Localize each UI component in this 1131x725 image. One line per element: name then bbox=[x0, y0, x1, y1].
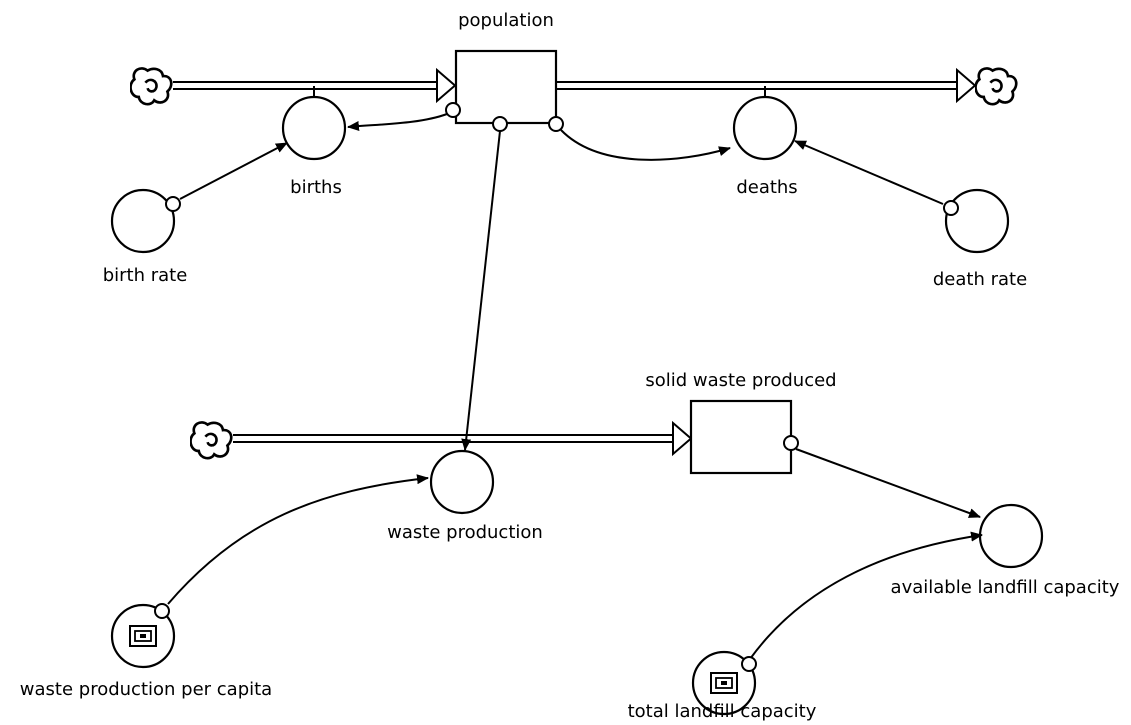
death-rate-label: death rate bbox=[933, 269, 1027, 290]
deaths-flow-pipe[interactable] bbox=[556, 67, 977, 104]
link-population-births[interactable] bbox=[347, 113, 448, 131]
link-wpc-waste-production[interactable] bbox=[167, 474, 429, 605]
link-tlc-landfill[interactable] bbox=[749, 531, 983, 660]
link-origin-marker bbox=[165, 196, 181, 212]
link-origin-marker bbox=[741, 656, 757, 672]
births-flow-node[interactable] bbox=[281, 95, 347, 161]
total-landfill-capacity-converter[interactable] bbox=[691, 650, 757, 716]
births-label: births bbox=[290, 177, 342, 198]
solid-waste-produced-stock[interactable] bbox=[689, 399, 793, 475]
available-landfill-capacity-converter[interactable] bbox=[978, 503, 1044, 569]
link-origin-marker bbox=[783, 435, 799, 451]
link-origin-marker bbox=[154, 603, 170, 619]
sink-cloud-icon bbox=[975, 67, 1018, 106]
birth-rate-converter[interactable] bbox=[110, 188, 176, 254]
link-deathrate-deaths[interactable] bbox=[794, 140, 944, 205]
waste-production-per-capita-label: waste production per capita bbox=[20, 679, 272, 700]
link-origin-marker bbox=[943, 200, 959, 216]
population-stock[interactable] bbox=[454, 49, 558, 125]
link-population-deaths[interactable] bbox=[560, 129, 731, 161]
waste-production-per-capita-converter[interactable] bbox=[110, 603, 176, 669]
link-origin-marker bbox=[492, 116, 508, 132]
waste-production-flow-pipe[interactable] bbox=[233, 420, 693, 457]
available-landfill-capacity-label: available landfill capacity bbox=[891, 577, 1120, 598]
birth-rate-label: birth rate bbox=[103, 265, 188, 286]
deaths-label: deaths bbox=[736, 177, 797, 198]
death-rate-converter[interactable] bbox=[944, 188, 1010, 254]
population-label: population bbox=[458, 10, 554, 31]
source-cloud-icon bbox=[130, 67, 173, 106]
link-solidwaste-landfill[interactable] bbox=[795, 448, 981, 518]
waste-source-cloud-icon bbox=[190, 421, 233, 460]
ghost-icon bbox=[129, 625, 157, 647]
link-population-waste-production[interactable] bbox=[461, 130, 501, 451]
link-origin-marker bbox=[548, 116, 564, 132]
total-landfill-capacity-label: total landfill capacity bbox=[628, 701, 817, 722]
deaths-flow-node[interactable] bbox=[732, 95, 798, 161]
births-flow-pipe[interactable] bbox=[173, 67, 457, 104]
ghost-icon bbox=[710, 672, 738, 694]
waste-production-label: waste production bbox=[387, 522, 543, 543]
link-origin-marker bbox=[445, 102, 461, 118]
waste-production-flow-node[interactable] bbox=[429, 449, 495, 515]
solid-waste-produced-label: solid waste produced bbox=[645, 370, 836, 391]
link-birthrate-births[interactable] bbox=[179, 142, 288, 200]
